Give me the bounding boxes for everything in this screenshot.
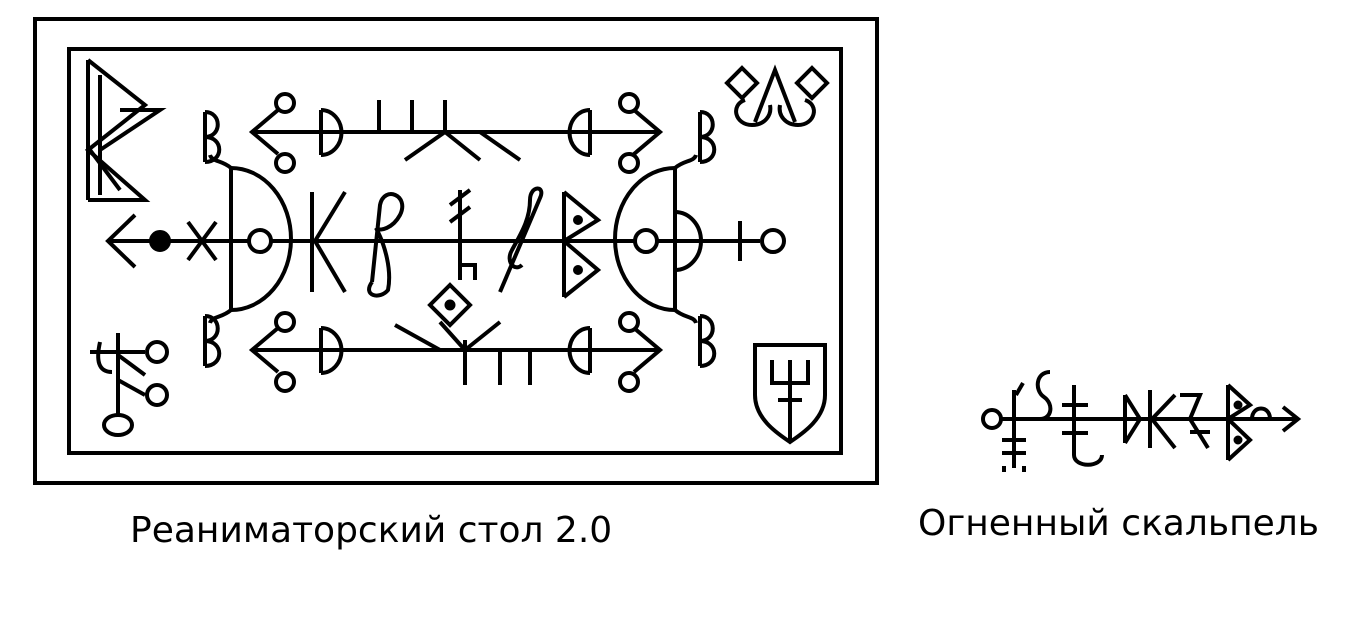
scalpel-k-rune (1148, 390, 1177, 450)
bottom-arrow (248, 311, 664, 393)
left-arrow-head (105, 213, 137, 269)
b-triangle-rune (560, 190, 602, 299)
right-small-arc (674, 210, 703, 272)
cross-mark (186, 220, 218, 262)
scalpel-t-rune (1062, 385, 1104, 467)
scalpel-b-rune (1224, 383, 1272, 462)
k-rune (310, 190, 347, 294)
right-end-ring (760, 228, 786, 254)
scalpel-d-rune (1123, 393, 1143, 445)
scalpel-comb-rune (1002, 381, 1026, 472)
corner-rune-top-right (724, 64, 830, 128)
right-top-connector (673, 154, 698, 170)
corner-rune-top-left (84, 58, 167, 202)
b-rune-tl (203, 110, 222, 164)
corner-rune-bottom-left (90, 333, 169, 437)
ladder-rune (448, 188, 477, 280)
right-ring (633, 228, 659, 254)
scalpel-stave (981, 370, 1302, 472)
r-script-rune (367, 192, 405, 298)
black-dot (149, 230, 171, 252)
left-ring (247, 228, 273, 254)
b-rune-tr (698, 110, 717, 164)
left-bottom-connector (208, 308, 233, 324)
caption-table-stave: Реаниматорский стол 2.0 (130, 510, 613, 551)
scalpel-ring (981, 408, 1003, 430)
inner-frame (67, 47, 843, 455)
scalpel-s-rune (1035, 370, 1053, 421)
b-rune-bl (203, 314, 222, 368)
outer-frame (33, 17, 879, 485)
top-arrow (248, 92, 664, 174)
table-stave (33, 17, 879, 485)
scalpel-arrow-head (1281, 405, 1302, 433)
s-script-rune (498, 186, 544, 293)
diamond-dot (427, 282, 473, 328)
right-half-circle (613, 166, 676, 312)
right-bottom-connector (673, 308, 698, 324)
caption-scalpel-stave: Огненный скальпель (918, 503, 1320, 544)
left-top-connector (208, 154, 233, 170)
corner-rune-bottom-right (753, 343, 827, 445)
b-rune-br (698, 314, 717, 368)
left-half-circle (230, 166, 293, 312)
scalpel-step-rune (1180, 393, 1210, 450)
